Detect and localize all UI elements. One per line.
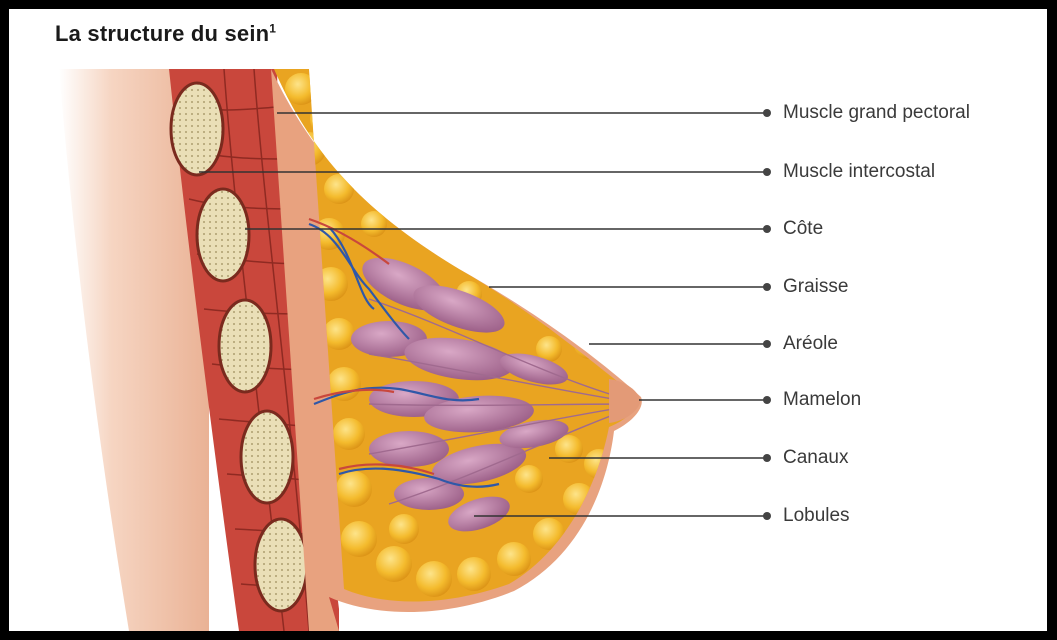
label-ducts: Canaux <box>783 447 849 469</box>
diagram-frame: La structure du sein1 <box>9 9 1047 631</box>
label-lobules: Lobules <box>783 505 850 527</box>
nipple-shape <box>609 379 641 423</box>
leader-dots <box>763 109 771 520</box>
label-rib: Côte <box>783 218 823 240</box>
label-fat: Graisse <box>783 276 848 298</box>
label-areola: Aréole <box>783 333 838 355</box>
label-intercostal-muscle: Muscle intercostal <box>783 161 935 183</box>
label-pectoral-muscle: Muscle grand pectoral <box>783 102 970 124</box>
label-nipple: Mamelon <box>783 389 861 411</box>
